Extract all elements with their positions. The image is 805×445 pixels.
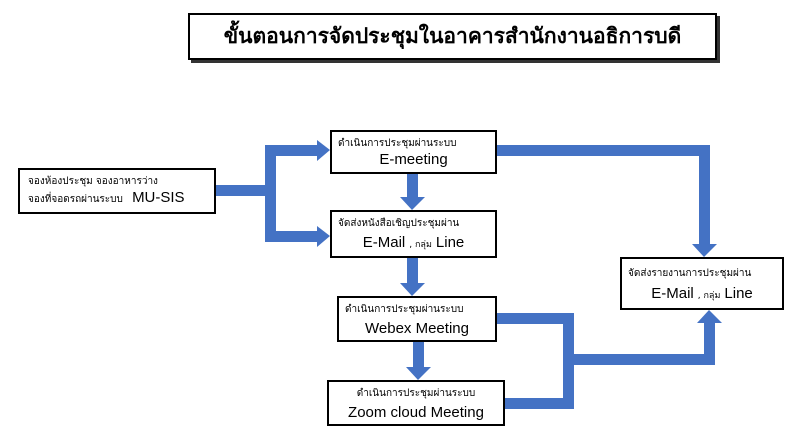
arrow-fork-bottom	[265, 231, 317, 242]
arrow-head	[317, 140, 330, 161]
arrow-webex-merge	[497, 313, 573, 324]
arrow-webex-zoom	[413, 342, 424, 368]
step-text: ดำเนินการประชุมผ่านระบบ	[345, 304, 464, 315]
arrow-head	[400, 197, 425, 210]
arrow-booking-out	[215, 185, 273, 196]
step-booking: จองห้องประชุม จองอาหารว่าง จองที่จอดรถผ่…	[18, 168, 216, 214]
arrow-emeeting-report	[497, 145, 709, 156]
arrow-fork-vertical	[265, 145, 276, 242]
arrow-emeeting-report-down	[699, 145, 710, 245]
step-text: จัดส่งหนังสือเชิญประชุมผ่าน	[338, 218, 460, 229]
system-name: E-meeting	[379, 151, 448, 168]
arrow-emeeting-invite	[407, 173, 418, 198]
arrow-head	[692, 244, 717, 257]
step-text: จองที่จอดรถผ่านระบบ	[28, 194, 123, 205]
step-invite: จัดส่งหนังสือเชิญประชุมผ่าน E-Mail, กลุ่…	[330, 210, 497, 258]
step-emeeting: ดำเนินการประชุมผ่านระบบ E-meeting	[330, 130, 497, 174]
system-name: MU-SIS	[132, 189, 185, 206]
arrow-head	[406, 367, 431, 380]
arrow-fork-top	[265, 145, 317, 156]
step-text: จองห้องประชุม จองอาหารว่าง	[28, 176, 158, 187]
system-name: Line	[724, 285, 753, 302]
arrow-merge-report-up	[704, 322, 715, 365]
step-text: ดำเนินการประชุมผ่านระบบ	[356, 388, 476, 399]
diagram-title: ขั้นตอนการจัดประชุมในอาคารสำนักงานอธิการ…	[188, 13, 717, 60]
system-name: E-Mail	[362, 234, 406, 251]
step-text: ดำเนินการประชุมผ่านระบบ	[338, 138, 457, 149]
arrow-zoom-merge	[505, 398, 573, 409]
separator: , กลุ่ม	[697, 291, 721, 301]
system-name: Zoom cloud Meeting	[348, 404, 484, 421]
step-text: จัดส่งรายงานการประชุมผ่าน	[628, 268, 752, 279]
system-name: Webex Meeting	[365, 320, 469, 337]
step-webex: ดำเนินการประชุมผ่านระบบ Webex Meeting	[337, 296, 497, 342]
arrow-head	[317, 226, 330, 247]
arrow-head	[400, 283, 425, 296]
step-line2: จองที่จอดรถผ่านระบบ MU-SIS	[20, 189, 214, 207]
arrow-merge-report	[563, 354, 715, 365]
system-name: E-Mail	[651, 285, 694, 302]
system-name: Line	[435, 234, 465, 251]
arrow-head	[697, 310, 722, 323]
arrow-invite-webex	[407, 258, 418, 284]
separator: , กลุ่ม	[409, 240, 432, 250]
step-zoom: ดำเนินการประชุมผ่านระบบ Zoom cloud Meeti…	[327, 380, 505, 426]
